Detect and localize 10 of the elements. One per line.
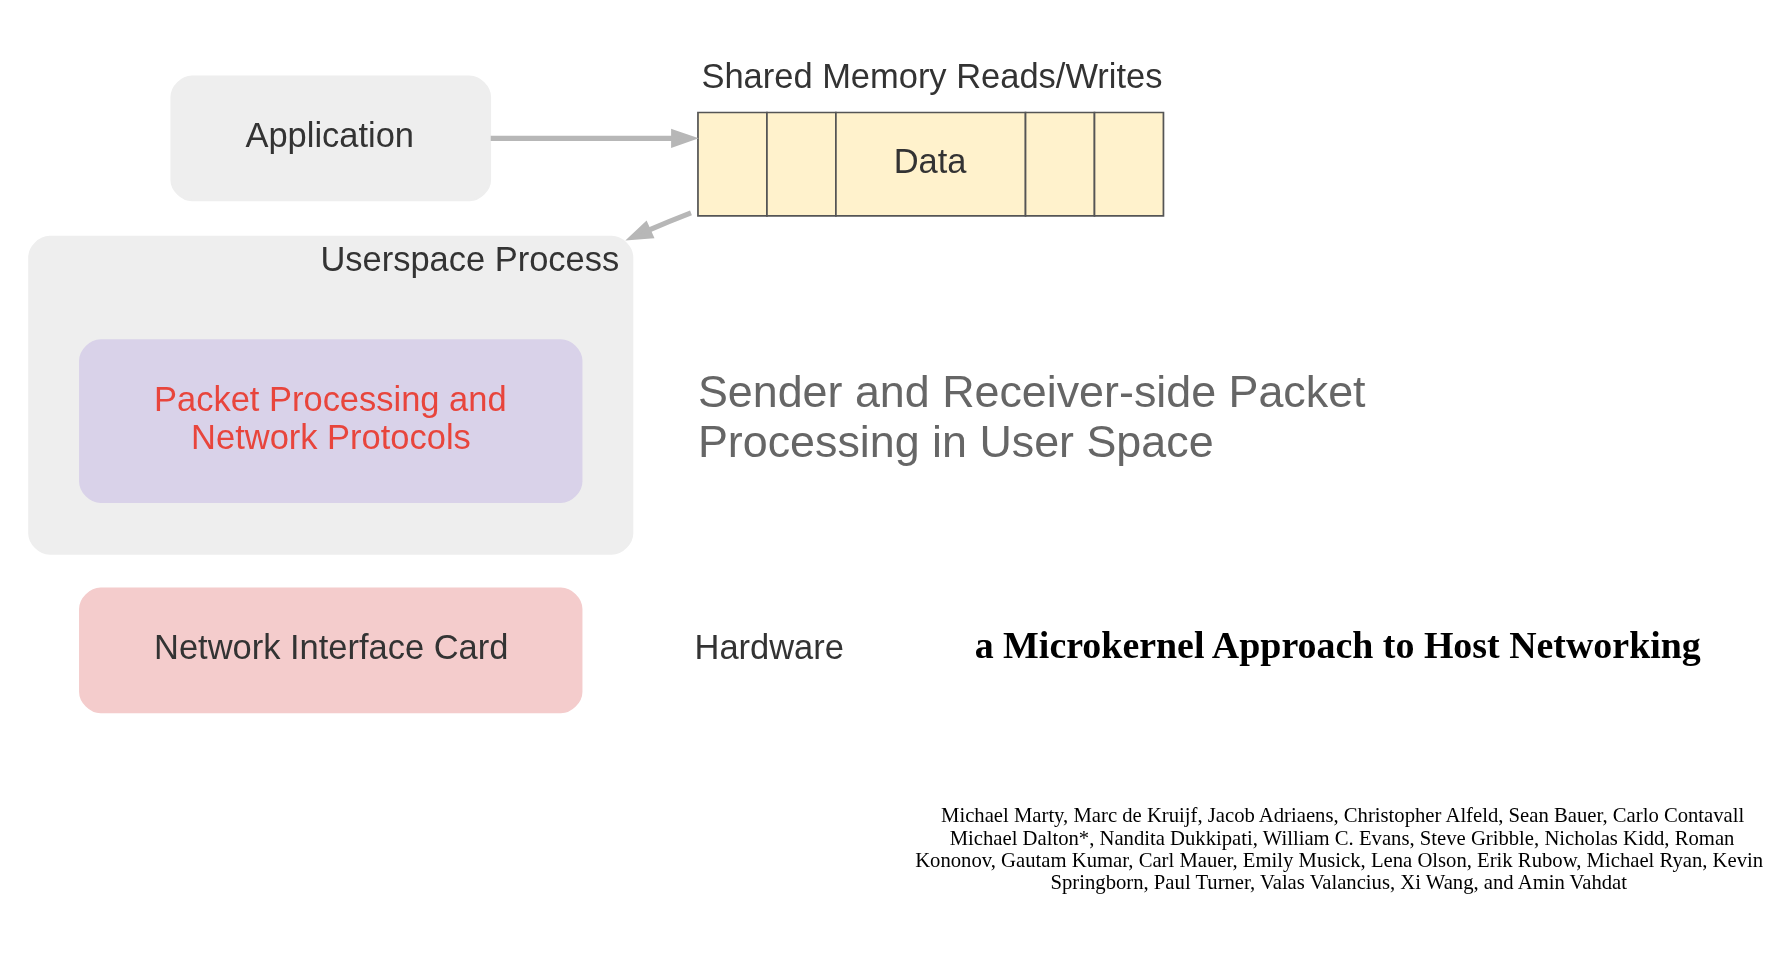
label: Michael Marty, Marc de Kruijf, Jacob Adriaens, Christopher Alfeld, Sean Bauer, Carlo Contavall Michael Dalton*, Nandita Dukkipati, William C. Evans, Steve Gribble, Nicholas Kidd, Roman Kononov, Gautam Kumar, Carl Mauer, Emily Musick, Lena Olson, Erik Rubow, Michael Ryan, Kevin Springborn, Paul Turner, Valas Valancius, Xi Wang, and Amin Vahdat	[915, 803, 1764, 893]
node-label: Shared Memory Reads/Writes	[701, 56, 1163, 95]
label: a Microkernel Approach to Host Networking	[974, 623, 1701, 666]
label: Hardware	[694, 627, 844, 666]
arrow	[490, 128, 699, 148]
node-box: Application	[170, 74, 492, 201]
node-box: Network Interface Card	[79, 587, 583, 713]
arrow	[625, 210, 692, 241]
label: Sender and Receiver-side Packet Processing in User Space	[697, 365, 1366, 466]
node-box: Packet Processing and Network Protocols	[79, 338, 583, 503]
